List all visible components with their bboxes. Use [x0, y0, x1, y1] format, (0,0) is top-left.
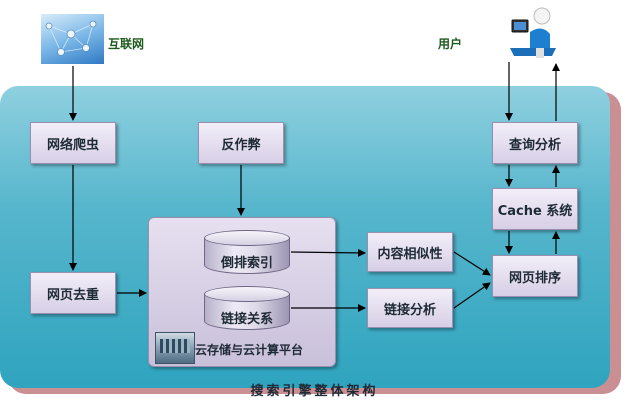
inverted-index-db: 倒排索引 [204, 230, 290, 274]
link-relations-label: 链接关系 [220, 312, 273, 327]
page-dedup-box: 网页去重 [30, 272, 116, 314]
platform-label: 云存储与云计算平台 [195, 343, 304, 357]
arrow-index-to-similarity [290, 248, 366, 257]
link-relations-db: 链接关系 [204, 286, 290, 330]
anti-spam-box: 反作弊 [198, 122, 284, 164]
inverted-index-label: 倒排索引 [220, 256, 273, 271]
content-similarity-box: 内容相似性 [367, 232, 453, 272]
internet-label: 互联网 [108, 37, 145, 51]
page-ranking-box: 网页排序 [492, 255, 578, 297]
arrow-similarity-to-ranking [453, 251, 491, 276]
arrow-linkanalysis-to-ranking [453, 282, 491, 309]
web-crawler-box: 网络爬虫 [30, 122, 116, 164]
query-analysis-box: 查询分析 [492, 122, 578, 164]
cache-system-box: Cache 系统 [492, 188, 578, 230]
diagram-caption: 搜索引擎整体架构 [250, 384, 379, 399]
user-at-computer-icon [500, 4, 560, 60]
server-room-icon [155, 332, 195, 364]
user-label: 用户 [438, 37, 463, 51]
link-analysis-box: 链接分析 [367, 288, 453, 328]
network-globe-icon [41, 14, 104, 64]
